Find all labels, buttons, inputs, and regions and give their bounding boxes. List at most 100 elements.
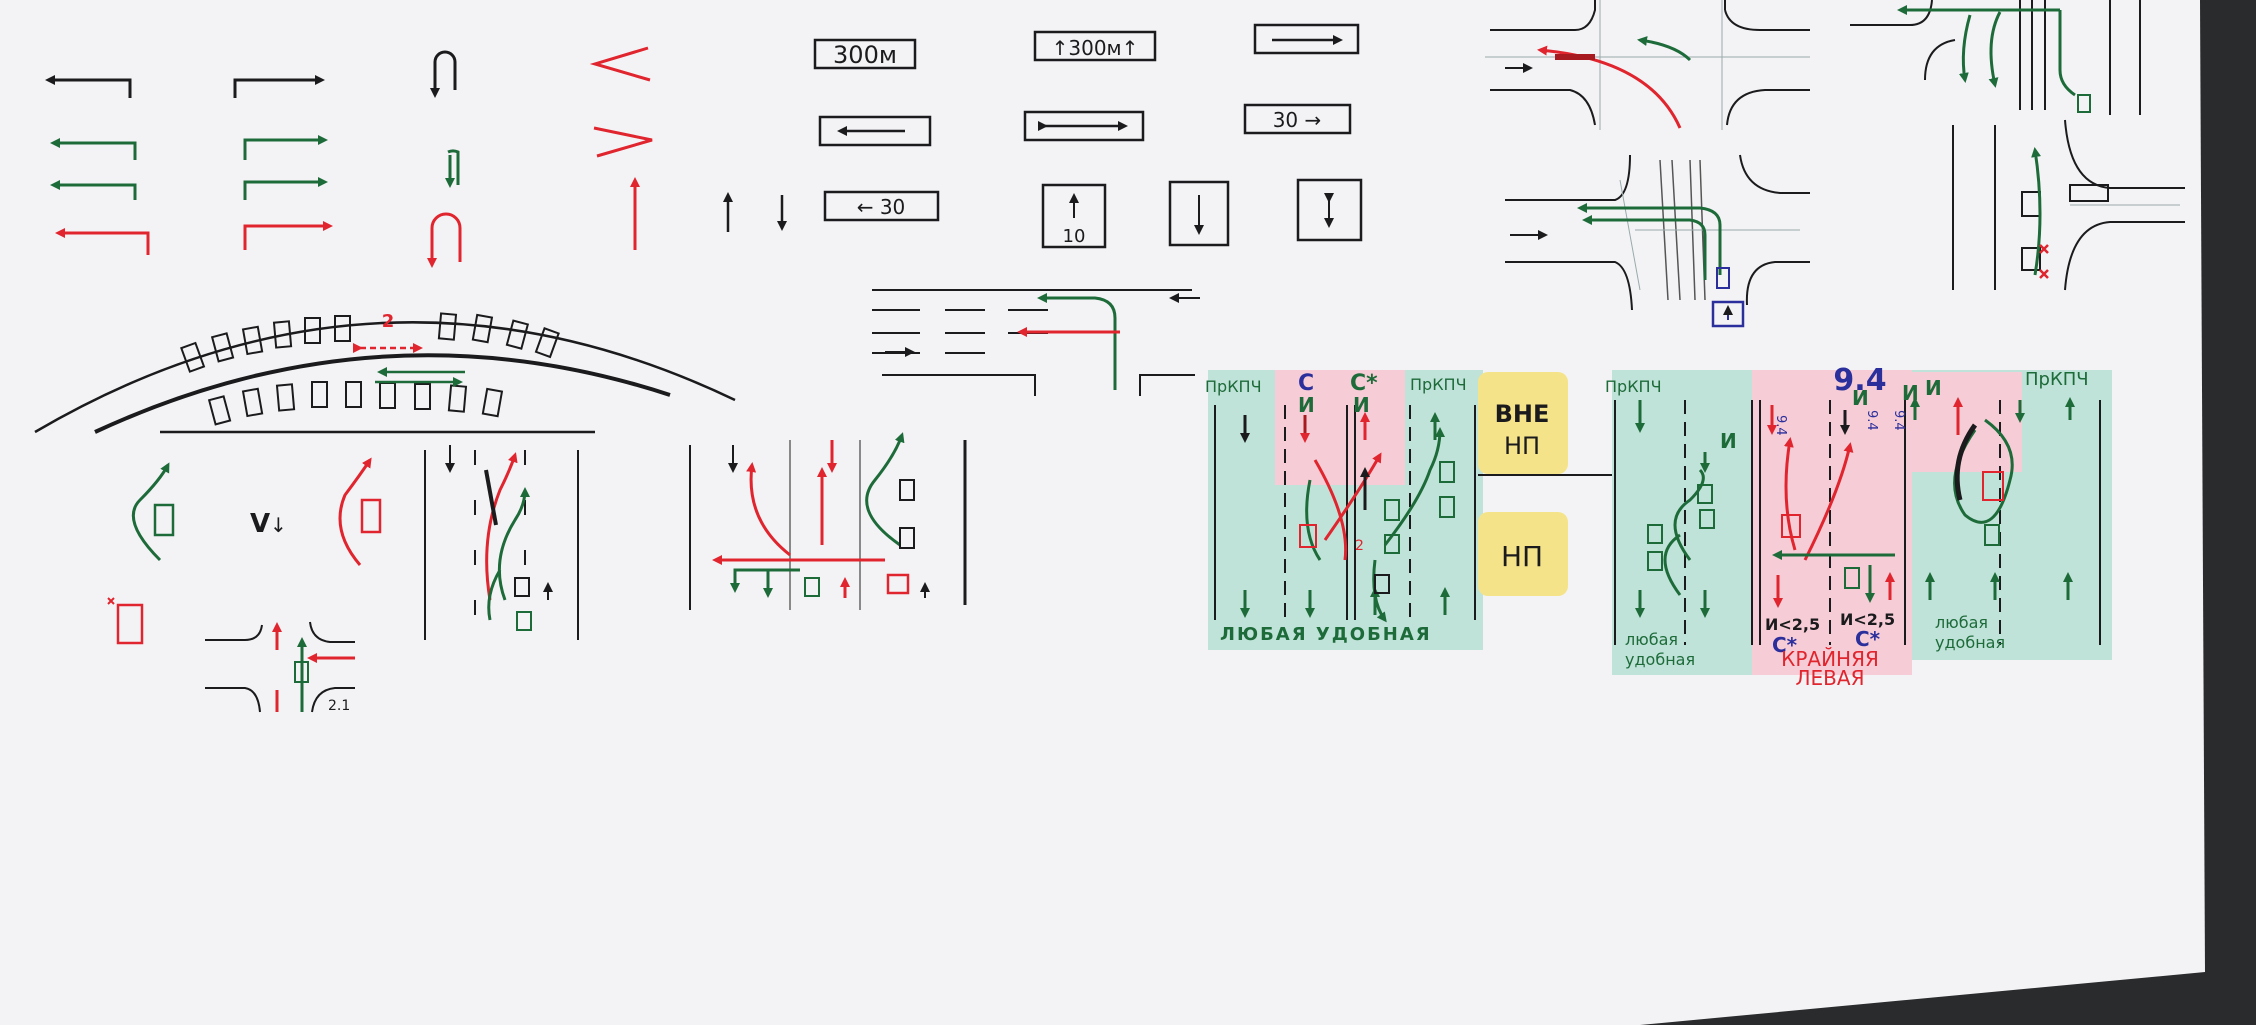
svg-text:любая: любая [1625,630,1678,649]
panel-b-arrows [1635,397,2075,618]
car-br-3 [2069,184,2109,202]
green-br-path [2031,147,2042,276]
svg-text:И: И [1298,393,1315,417]
road-sketch-middle [872,289,1200,396]
svg-text:2: 2 [1355,538,1364,554]
marking-v: V [250,509,270,539]
mini-intersection [205,621,355,713]
panel-b: 9.4 ПрКПЧ И И И ПрКПЧ любая удобная И<2,… [1605,363,2112,690]
lane-green-curve [497,487,530,601]
sign-lane-down [1168,180,1230,247]
turn-car-green [804,577,820,597]
paper-sheet [0,0,2205,1025]
marking-v-arrow: ↓ [270,513,287,537]
svg-text:С*: С* [1855,627,1881,651]
svg-text:ПрКПЧ: ПрКПЧ [1605,377,1662,396]
svg-text:ЛЕВАЯ: ЛЕВАЯ [1796,666,1865,690]
turn-green [1037,293,1117,390]
green-left-turn-1 [1577,203,1722,275]
car-br-2 [2021,247,2041,271]
intersection-top-right [1850,0,2141,115]
car-top-right [2077,94,2091,113]
svg-text:НП: НП [1501,540,1543,573]
intersection-top-left [1485,0,1810,130]
intersection-bottom-left [1505,154,1810,311]
green-down-1 [1958,14,1972,83]
car-bottom-left [1716,267,1730,289]
svg-text:9.4: 9.4 [1864,410,1879,431]
turn-green-1 [865,432,905,547]
turn-red-1 [746,462,791,557]
sign-300m-both: ↑300м↑ [1033,30,1157,62]
panel-a-arrows [1240,412,1450,623]
panel-b-cars [1647,471,2004,589]
lane-red-merge [485,452,518,601]
svg-text:И: И [1925,376,1942,400]
svg-text:9.4: 9.4 [1891,410,1906,431]
mini-car [294,661,309,683]
svg-text:9.4: 9.4 [1833,363,1886,398]
green-bypass [131,462,170,562]
svg-text:← 30: ← 30 [857,195,906,219]
panel-a: ПрКПЧ С И С* И ПрКПЧ ЛЮБАЯ УДОБНАЯ 2 [1205,370,1483,650]
svg-text:9.4: 9.4 [1773,415,1788,436]
green-left-turn-2 [1582,215,1707,280]
corner-marker: 2.1 [328,698,350,714]
green-down-2 [1988,11,2002,88]
svg-text:КРАЙНЯЯ: КРАЙНЯЯ [1781,647,1879,671]
svg-text:ПрКПЧ: ПрКПЧ [2025,369,2089,390]
svg-text:300м: 300м [833,41,897,69]
zone-outside: ВНЕ НП [1478,372,1568,474]
svg-text:удобная: удобная [1625,650,1695,669]
red-bypass [338,457,372,566]
sign-lane-updown [1296,178,1363,242]
sign-arrow-left [818,115,932,147]
sign-arrow-both [1023,110,1145,142]
svg-text:И<2,5: И<2,5 [1840,610,1895,629]
panel-a-cars [1299,461,1455,594]
svg-text:И: И [1720,429,1737,453]
arc-road [34,321,736,434]
lane-arrow-group [45,75,333,255]
svg-text:ПрКПЧ: ПрКПЧ [1205,377,1262,396]
red-x-small [107,597,115,605]
arc-marker: 2 [382,311,395,332]
road-lanes-center [424,445,579,640]
sign-300m: 300м [813,38,917,70]
green-down-3 [2058,10,2076,97]
turn-green-horizontal [730,568,800,593]
car-red-1 [360,498,382,534]
lane-black-mark [484,469,498,526]
arc-crosswalk-bottom [207,381,504,426]
svg-text:И<2,5: И<2,5 [1765,615,1820,634]
svg-text:удобная: удобная [1935,633,2005,652]
red-cross-br [2039,244,2049,279]
sign-arrow-right [1253,23,1360,55]
sign-30-right: 30 → [1243,103,1352,135]
svg-text:30 →: 30 → [1273,108,1322,132]
svg-text:И: И [1353,393,1370,417]
turn-car-red [886,573,910,595]
svg-text:10: 10 [1063,226,1086,247]
car-green-1 [153,503,175,537]
svg-text:ПрКПЧ: ПрКПЧ [1410,375,1467,394]
turn-car-2 [899,527,915,549]
svg-text:↑300м↑: ↑300м↑ [1052,36,1139,60]
svg-text:С*: С* [1350,371,1378,396]
lane-car-2 [516,611,532,631]
u-turn-arrows [427,50,462,268]
free-arrows [723,192,787,232]
sign-small-blue [1711,300,1745,328]
intersection-red-path [1537,45,1682,129]
svg-text:ЛЮБАЯ УДОБНАЯ: ЛЮБАЯ УДОБНАЯ [1220,624,1432,645]
zone-inside: НП [1478,512,1568,596]
sign-lane-10: 10 [1041,183,1107,249]
turn-car-1 [899,479,915,501]
intersection-green-path [1637,36,1692,62]
lane-car-1 [514,577,530,597]
svg-text:ВНЕ: ВНЕ [1495,400,1550,428]
svg-text:И: И [1852,386,1869,410]
chevron-markings [589,46,653,250]
svg-text:НП: НП [1504,432,1540,460]
